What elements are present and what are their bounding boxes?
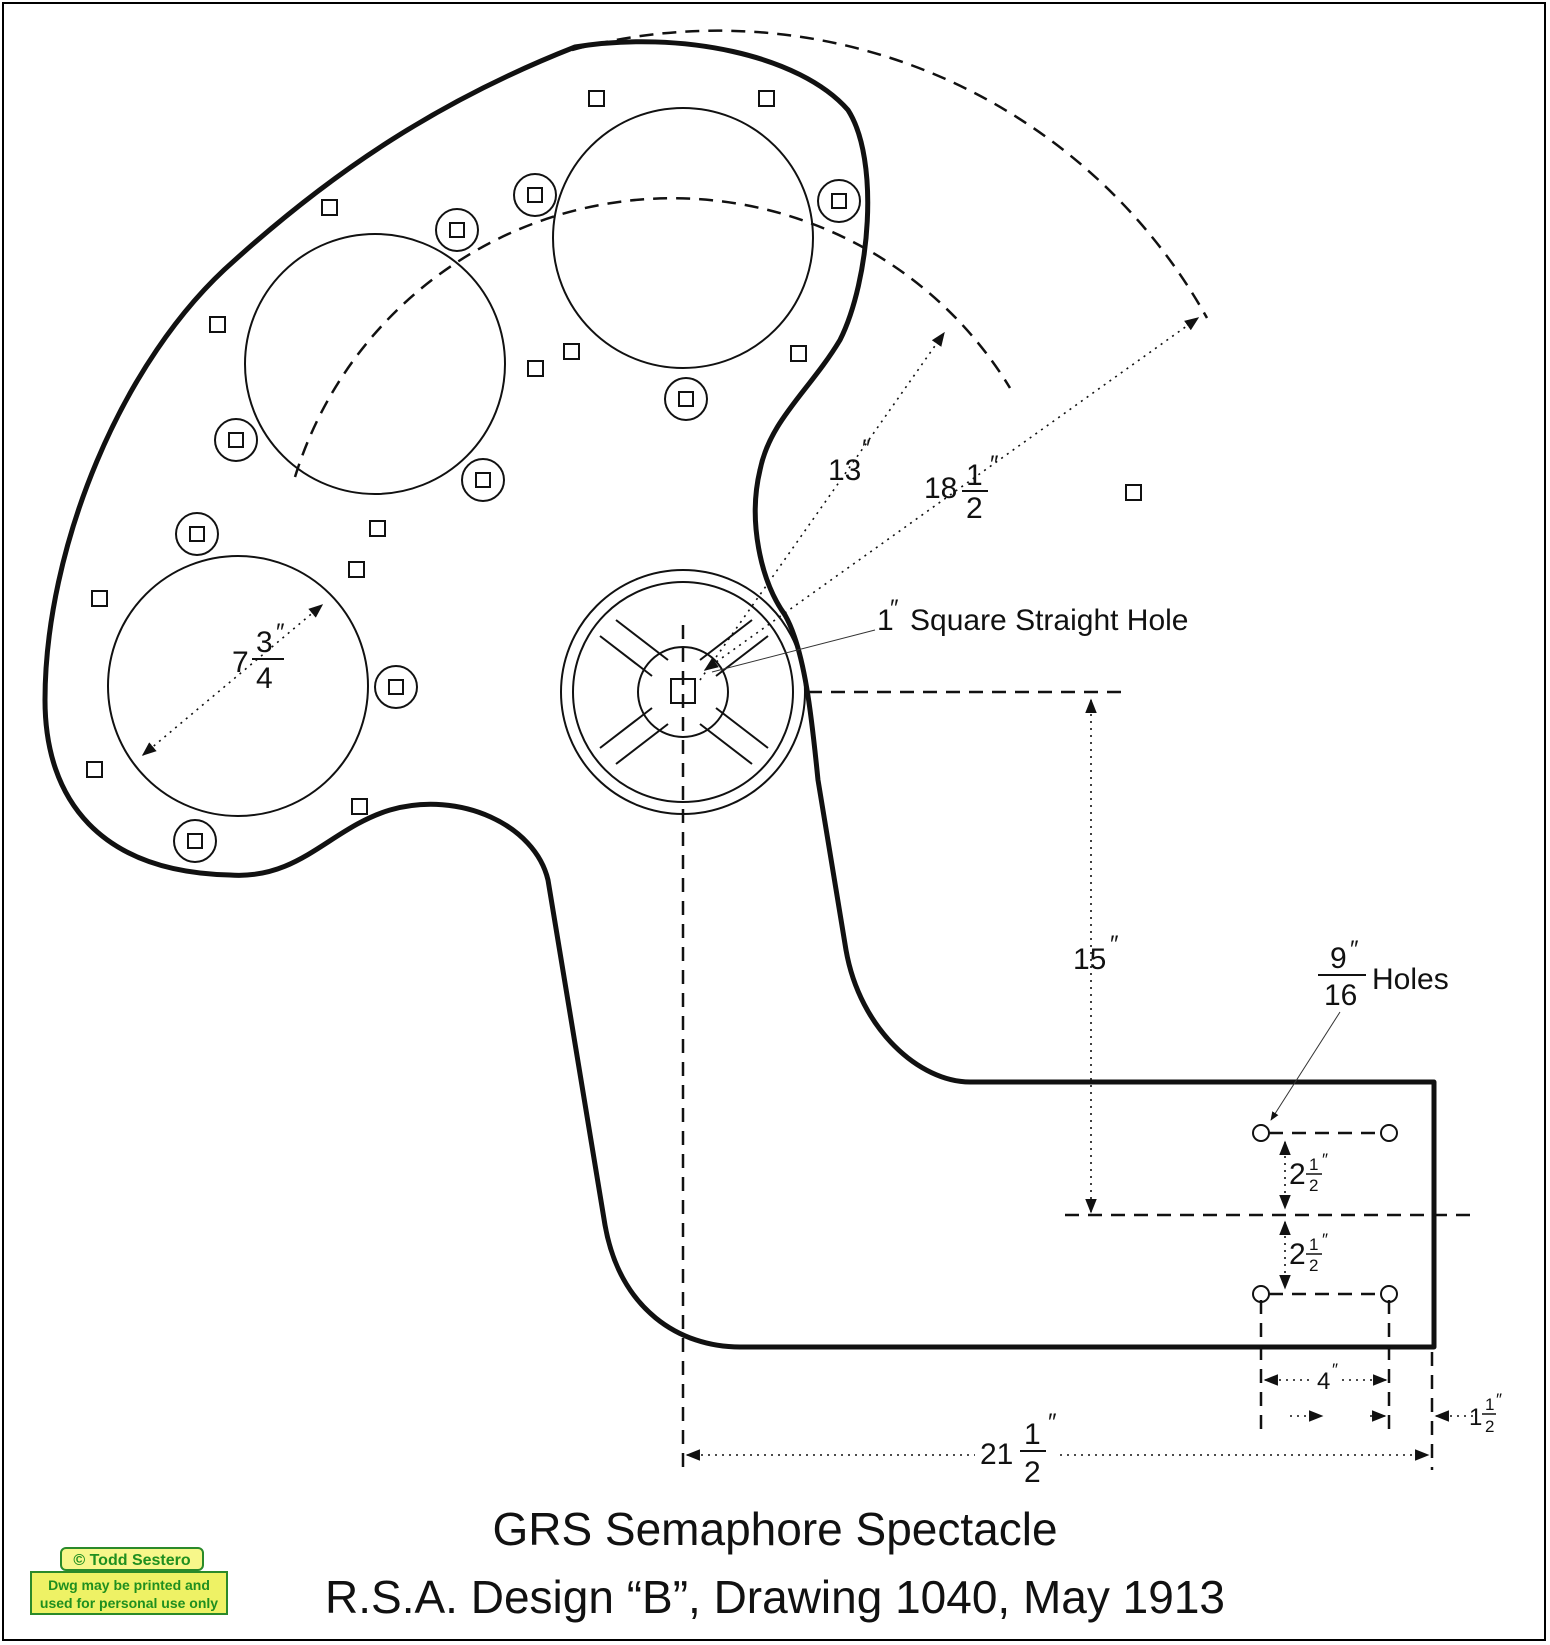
svg-text:1: 1 <box>966 459 983 492</box>
lens-diameter-label: 7 3 ″ 4 <box>232 619 285 695</box>
svg-text:Square Straight Hole: Square Straight Hole <box>910 604 1189 637</box>
svg-text:″: ″ <box>1496 1390 1502 1409</box>
svg-text:2: 2 <box>1289 1158 1306 1191</box>
copyright-name: Todd Sestero <box>89 1552 191 1569</box>
svg-text:″: ″ <box>862 435 871 462</box>
svg-text:″: ″ <box>1048 1409 1057 1436</box>
drop-15-label: 15 ″ <box>1073 931 1119 976</box>
holes-note-label: 9 16 ″ Holes <box>1318 936 1449 1012</box>
svg-text:1: 1 <box>1024 1418 1041 1451</box>
svg-text:″: ″ <box>990 451 999 478</box>
hole-pitch-label: 4 ″ <box>1317 1360 1338 1395</box>
svg-text:1: 1 <box>1309 1155 1318 1174</box>
rivet-holes <box>86 90 1142 815</box>
svg-text:″: ″ <box>1322 1150 1328 1169</box>
svg-text:″: ″ <box>1322 1230 1328 1249</box>
svg-text:2: 2 <box>966 492 983 525</box>
svg-text:2: 2 <box>1309 1256 1318 1275</box>
svg-text:″: ″ <box>890 595 899 622</box>
hub-wheel <box>560 569 806 815</box>
svg-text:13: 13 <box>828 454 861 487</box>
usage-notice-line2: used for personal use only <box>39 1595 219 1611</box>
lens-opening-top <box>552 107 814 369</box>
arc-13-inch <box>293 197 1012 478</box>
svg-text:2: 2 <box>1289 1238 1306 1271</box>
svg-text:1: 1 <box>1469 1404 1482 1431</box>
holes-note-leader <box>1270 1011 1341 1121</box>
radius-13-label: 13 ″ <box>828 435 871 487</box>
usage-notice-line1: Dwg may be printed and <box>48 1577 210 1593</box>
hole-spacing-upper-label: 2 1 2 ″ <box>1289 1150 1328 1195</box>
overall-length-label: 21 1 2 ″ <box>980 1409 1057 1489</box>
drawing-subtitle: R.S.A. Design “B”, Drawing 1040, May 191… <box>325 1571 1225 1623</box>
svg-text:4: 4 <box>256 662 273 695</box>
copyright-badge: © Todd Sestero Dwg may be printed and us… <box>30 1547 230 1615</box>
svg-text:″: ″ <box>1332 1360 1338 1379</box>
svg-text:3: 3 <box>256 626 273 659</box>
svg-text:1: 1 <box>877 604 894 637</box>
svg-text:15: 15 <box>1073 943 1106 976</box>
svg-text:21: 21 <box>980 1438 1013 1471</box>
lens-opening-upper-left <box>244 233 506 495</box>
svg-text:2: 2 <box>1024 1456 1041 1489</box>
arc-18-half-inch <box>571 29 1209 319</box>
svg-text:4: 4 <box>1317 1368 1330 1395</box>
spectacle-outline <box>42 39 1437 1350</box>
svg-text:1: 1 <box>1485 1395 1494 1414</box>
svg-text:2: 2 <box>1309 1176 1318 1195</box>
usage-notice: Dwg may be printed and used for personal… <box>30 1571 228 1615</box>
svg-text:2: 2 <box>1485 1417 1494 1436</box>
drawing-title: GRS Semaphore Spectacle <box>492 1503 1058 1555</box>
radius-13-leader <box>699 331 945 681</box>
copyright-icon: © <box>73 1552 86 1569</box>
svg-text:″: ″ <box>1350 936 1359 963</box>
radius-18-label: 18 1 2 ″ <box>924 451 999 525</box>
copyright-owner: © Todd Sestero <box>60 1547 204 1571</box>
svg-text:″: ″ <box>1110 931 1119 958</box>
hole-spacing-lower-label: 2 1 2 ″ <box>1289 1230 1328 1275</box>
radius-18-leader <box>703 317 1200 671</box>
svg-text:9: 9 <box>1330 942 1347 975</box>
lens-opening-left <box>107 555 369 817</box>
svg-text:7: 7 <box>232 646 249 679</box>
svg-text:″: ″ <box>276 619 285 646</box>
end-offset-label: 1 1 2 ″ <box>1469 1390 1502 1436</box>
lens-diameter-leader <box>141 604 324 756</box>
svg-text:Holes: Holes <box>1372 963 1449 996</box>
square-hole-leader <box>711 629 876 673</box>
svg-text:16: 16 <box>1324 979 1357 1012</box>
square-hole-label: 1 ″ Square Straight Hole <box>877 595 1189 637</box>
svg-text:1: 1 <box>1309 1235 1318 1254</box>
svg-text:18: 18 <box>924 472 957 505</box>
